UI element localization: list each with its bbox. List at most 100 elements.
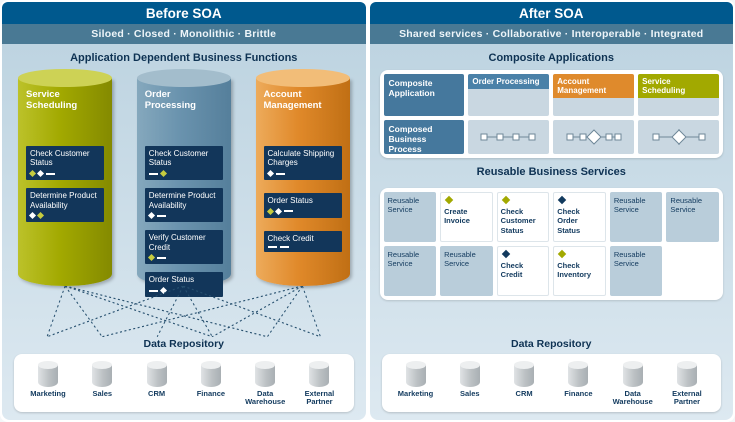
silo-function: Determine Product Availability	[144, 188, 223, 223]
database-cylinder-icon	[200, 360, 221, 387]
reusable-service-box: Reusable Service	[383, 246, 437, 296]
bar-icon	[279, 246, 289, 249]
repository-store: Sales	[444, 360, 496, 407]
service-diamond-icon	[557, 249, 567, 259]
process-flow-box	[638, 120, 719, 154]
silo-function-label: Determine Product Availability	[30, 191, 97, 210]
silo-title: Service Scheduling	[26, 89, 78, 111]
repository-store: Finance	[552, 360, 604, 407]
silo-title: Account Management	[263, 89, 322, 111]
repository-store: CRM	[498, 360, 550, 407]
diamond-icon	[147, 212, 155, 220]
connector-lines-icon	[46, 286, 321, 337]
after-soa-panel: After SOA Shared services · Collaborativ…	[369, 2, 733, 420]
box-header: Order Processing	[468, 74, 550, 90]
store-label: CRM	[148, 388, 166, 398]
database-cylinder-icon	[459, 360, 480, 387]
process-chain-icon	[480, 133, 536, 141]
before-panel-header: Before SOA	[2, 2, 366, 24]
silo-function: Calculate Shipping Charges	[263, 145, 342, 181]
composite-application-box: Composite Application	[383, 74, 465, 116]
repository-store: Marketing	[390, 360, 442, 407]
database-cylinder-icon	[676, 360, 697, 387]
diamond-icon	[159, 169, 167, 178]
database-cylinder-icon	[146, 360, 167, 387]
reusable-services-title: Reusable Business Services	[476, 166, 626, 178]
diamond-icon	[266, 169, 274, 178]
repository-store: CRM	[131, 360, 183, 407]
silo-service-scheduling: Service Scheduling Check Customer Status…	[18, 69, 112, 286]
store-label: Sales	[92, 388, 113, 398]
process-star-icon	[652, 129, 706, 145]
store-label: Data Warehouse	[245, 388, 286, 407]
service-icons	[148, 286, 219, 295]
database-cylinder-icon	[255, 360, 276, 387]
service-icons	[266, 207, 338, 215]
service-diamond-icon	[444, 195, 454, 205]
box-body	[553, 98, 635, 116]
service-icons	[28, 169, 100, 178]
bar-icon	[46, 172, 55, 175]
store-label: Marketing	[30, 388, 66, 398]
box-body	[638, 98, 719, 116]
service-icons	[266, 169, 338, 178]
silo-function-label: Check Customer Status	[30, 148, 90, 168]
bar-icon	[148, 172, 158, 175]
diamond-icon	[36, 212, 45, 220]
silo-function-label: Order Status	[267, 196, 313, 206]
repository-store: External Partner	[661, 360, 713, 407]
database-cylinder-icon	[405, 360, 426, 387]
silo-account-management: Account Management Calculate Shipping Ch…	[255, 69, 350, 286]
service-diamond-icon	[501, 195, 510, 205]
reusable-service-box: Reusable Service	[666, 192, 719, 242]
silo-order-processing: Order Processing Check Customer Status D…	[136, 69, 231, 297]
silo-function: Check Customer Status	[26, 145, 104, 181]
silo-function-label: Calculate Shipping Charges	[267, 148, 335, 168]
database-cylinder-icon	[38, 360, 58, 387]
check-order-status-service-box: Check Order Status	[553, 192, 606, 242]
create-invoice-service-box: Create Invoice	[440, 192, 493, 242]
bar-icon	[283, 210, 293, 213]
service-icons	[147, 254, 219, 262]
bar-icon	[275, 172, 285, 175]
bar-icon	[267, 246, 277, 249]
silo-function-label: Check Credit	[267, 233, 314, 243]
service-label: Check Inventory	[557, 261, 591, 280]
service-label: Check Customer Status	[500, 207, 536, 235]
store-label: External Partner	[672, 388, 702, 407]
reusable-service-box: Reusable Service	[383, 192, 437, 242]
service-icons	[267, 246, 338, 249]
check-inventory-service-box: Check Inventory	[553, 246, 606, 296]
silo-function-label: Determine Product Availability	[148, 191, 216, 210]
store-label: Data Warehouse	[612, 388, 653, 407]
box-body	[468, 89, 550, 116]
box-header: Account Management	[553, 74, 635, 99]
composed-business-process-box: Composed Business Process	[383, 120, 465, 154]
silo-function-label: Order Status	[148, 275, 195, 285]
silo-to-repository-connectors	[2, 286, 366, 337]
store-label: CRM	[515, 388, 533, 398]
database-cylinder-icon	[309, 360, 330, 387]
order-processing-box: Order Processing	[468, 74, 550, 116]
silo-title: Order Processing	[144, 89, 196, 111]
before-repository-title: Data Repository	[143, 337, 225, 350]
service-icons	[28, 212, 100, 220]
silo-function: Check Credit	[263, 230, 342, 253]
repository-store: External Partner	[293, 360, 345, 407]
store-label: Finance	[564, 388, 593, 398]
composite-applications-group: Composite Application Order Processing A…	[379, 70, 723, 158]
repository-store: Data Warehouse	[239, 360, 291, 407]
after-panel-subtitle: Shared services · Collaborative · Intero…	[369, 24, 733, 44]
database-cylinder-icon	[514, 360, 535, 387]
service-scheduling-box: Service Scheduling	[638, 74, 719, 116]
store-label: Finance	[196, 388, 226, 398]
reusable-service-box: Reusable Service	[609, 246, 663, 296]
service-label: Create Invoice	[444, 207, 470, 226]
diamond-icon	[274, 207, 282, 215]
diamond-icon	[36, 169, 45, 178]
before-soa-panel: Before SOA Siloed · Closed · Monolithic …	[2, 2, 366, 420]
service-diamond-icon	[557, 195, 567, 205]
composite-applications-title: Composite Applications	[488, 52, 615, 64]
silo-function: Check Customer Status	[144, 145, 223, 181]
